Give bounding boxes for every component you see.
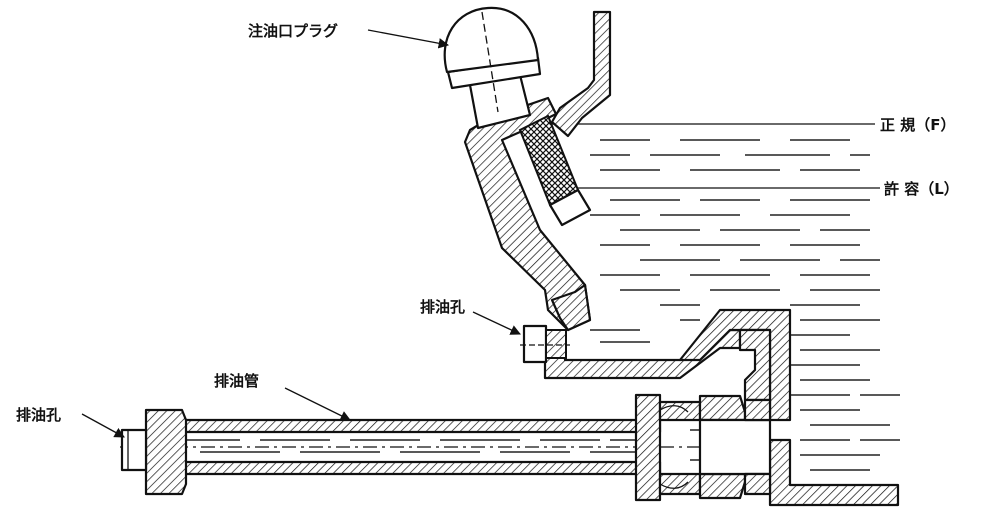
oil-fill-lines [185, 139, 900, 471]
tank-wall-upper [550, 10, 612, 138]
level-lines [540, 123, 880, 189]
pipe-coupling-fitting [634, 393, 772, 502]
leader-arrows [81, 29, 521, 438]
label-drain-hole-upper: 排油孔 [420, 298, 465, 316]
drain-pipe [120, 418, 770, 476]
label-level-normal: 正 規（F） [880, 116, 955, 134]
bottom-bend-wall [550, 283, 592, 332]
outlet-inner-wall [738, 328, 772, 402]
filler-plug [443, 6, 542, 130]
drain-pipe-end-nut [120, 408, 188, 496]
plug-dome [443, 6, 540, 74]
filter-tube [548, 188, 592, 227]
label-drain-pipe: 排油管 [214, 372, 259, 390]
label-level-allowable: 許 容（L） [884, 180, 959, 198]
label-filler-plug: 注油口プラグ [248, 22, 338, 40]
upper-drain-bolt [520, 324, 570, 364]
base-flange [768, 438, 900, 507]
label-drain-hole-lower: 排油孔 [16, 406, 61, 424]
